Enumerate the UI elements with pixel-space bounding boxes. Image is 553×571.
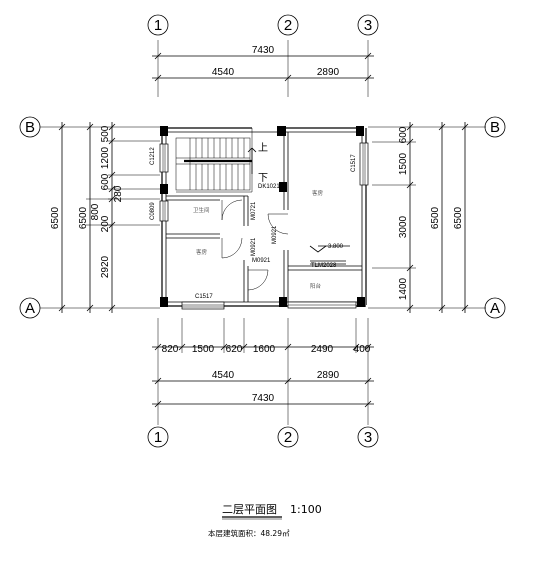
room-labels: 卫生间 客房 客房 阳台 xyxy=(193,189,324,290)
bottom-dim-620: 620 xyxy=(226,344,243,355)
window-c0809-label: C0809 xyxy=(150,202,156,220)
left-dim-800: 800 xyxy=(90,203,101,220)
right-dim-1400: 1400 xyxy=(398,277,409,300)
axis-b-right: B xyxy=(490,119,500,136)
column-b1 xyxy=(160,126,168,136)
window-c1517-bottom-label: C1517 xyxy=(195,294,213,300)
bottom-total-dim: 7430 xyxy=(252,393,275,404)
window-c1212-label: C1212 xyxy=(150,147,156,165)
room-balcony: 阳台 xyxy=(310,282,322,290)
door-m0921-b-label: M0921 xyxy=(251,237,257,256)
bottom-axis-bubbles: 1 2 3 xyxy=(147,426,379,448)
staircase: 上 下 DK1021 xyxy=(175,137,280,191)
left-dimension-chain: 6500 6500 800 500 1200 600 280 200 2920 xyxy=(40,122,160,313)
column-a3 xyxy=(357,297,365,307)
column-mid1 xyxy=(160,184,168,194)
left-dim-280: 280 xyxy=(113,185,124,202)
top-dimension-chain: 7430 4540 2890 xyxy=(152,40,374,97)
level-value: 3.800 xyxy=(328,244,344,250)
door-m0921-b xyxy=(221,237,243,259)
window-c0809 xyxy=(159,200,169,222)
drawing-title: 二层平面图 xyxy=(222,503,277,516)
column-a1 xyxy=(160,297,168,307)
axis-1-top: 1 xyxy=(154,17,162,34)
bottom-dim-400: 400 xyxy=(354,344,371,355)
door-m0721-label: M0721 xyxy=(251,201,257,220)
door-m0921-c-label: M0921 xyxy=(252,258,271,264)
column-a2 xyxy=(279,297,287,307)
drawing-scale: 1:100 xyxy=(290,503,322,516)
top-total-dim: 7430 xyxy=(252,45,275,56)
bottom-dimension-chain: 820 1500 620 1600 2490 400 4540 2890 743… xyxy=(152,318,374,425)
doors: M0721 M0921 M0921 M0921 xyxy=(221,199,289,291)
right-dim-3000: 3000 xyxy=(398,215,409,238)
left-axis-bubbles: B A xyxy=(19,116,41,319)
column-b3 xyxy=(356,126,364,136)
tlm-label: TLM2028 xyxy=(311,263,337,269)
left-dim-middle: 6500 xyxy=(78,206,89,229)
door-m0921-c xyxy=(247,269,269,291)
stair-up-label: 上 xyxy=(258,142,268,154)
building-walls xyxy=(161,127,367,307)
left-dim-2920: 2920 xyxy=(100,255,111,278)
right-dim-outer: 6500 xyxy=(453,206,464,229)
axis-3-top: 3 xyxy=(364,17,372,34)
room-bath: 卫生间 xyxy=(193,206,210,214)
bottom-dim-1500: 1500 xyxy=(192,344,215,355)
axis-2-top: 2 xyxy=(284,17,292,34)
right-dimension-chain: 600 1500 3000 1400 6500 6500 xyxy=(368,122,486,313)
column-mid2 xyxy=(279,182,287,192)
stair-down-label: 下 xyxy=(258,173,268,184)
left-dim-1200: 1200 xyxy=(100,146,111,169)
bottom-dim-1600: 1600 xyxy=(253,344,276,355)
bottom-dim-820: 820 xyxy=(162,344,179,355)
room-bedroom-left: 客房 xyxy=(196,248,208,256)
left-dim-600: 600 xyxy=(100,173,111,190)
title-block: 二层平面图 1:100 本层建筑面积：48.29㎡ xyxy=(208,503,322,538)
column-b2 xyxy=(277,126,286,136)
axis-1-bottom: 1 xyxy=(154,429,162,446)
bottom-dim-seg1: 4540 xyxy=(212,370,235,381)
axis-a-left: A xyxy=(25,300,35,317)
window-c1517-right xyxy=(359,142,369,186)
top-dim-seg1: 4540 xyxy=(212,67,235,78)
structural-columns xyxy=(160,126,365,307)
windows: C1212 C0809 C1517 C1517 xyxy=(150,142,369,310)
bottom-dim-seg2: 2890 xyxy=(317,370,340,381)
left-dim-200: 200 xyxy=(100,215,111,232)
window-c1517-right-label: C1517 xyxy=(351,154,357,172)
top-dim-seg2: 2890 xyxy=(317,67,340,78)
door-m0721 xyxy=(221,199,243,221)
window-c1212 xyxy=(159,143,169,173)
left-dim-outer: 6500 xyxy=(50,206,61,229)
window-c1517-bottom xyxy=(181,301,225,310)
right-dim-1500: 1500 xyxy=(398,152,409,175)
floor-area-note: 本层建筑面积：48.29㎡ xyxy=(208,528,290,538)
axis-3-bottom: 3 xyxy=(364,429,372,446)
room-bedroom-right: 客房 xyxy=(312,189,324,197)
right-dim-600: 600 xyxy=(398,126,409,143)
level-triangle xyxy=(309,245,327,253)
axis-a-right: A xyxy=(490,300,500,317)
left-dim-500: 500 xyxy=(100,125,111,142)
top-axis-bubbles: 1 2 3 xyxy=(147,14,379,36)
bottom-dim-2490: 2490 xyxy=(311,344,334,355)
axis-b-left: B xyxy=(25,119,35,136)
door-m0921-a-label: M0921 xyxy=(272,225,278,244)
door-m0921-a xyxy=(267,213,289,235)
axis-2-bottom: 2 xyxy=(284,429,292,446)
dk-label: DK1021 xyxy=(258,184,280,190)
right-dim-inner: 6500 xyxy=(430,206,441,229)
right-axis-bubbles: B A xyxy=(484,116,506,319)
balcony-door-level: TLM2028 3.800 xyxy=(309,244,350,269)
